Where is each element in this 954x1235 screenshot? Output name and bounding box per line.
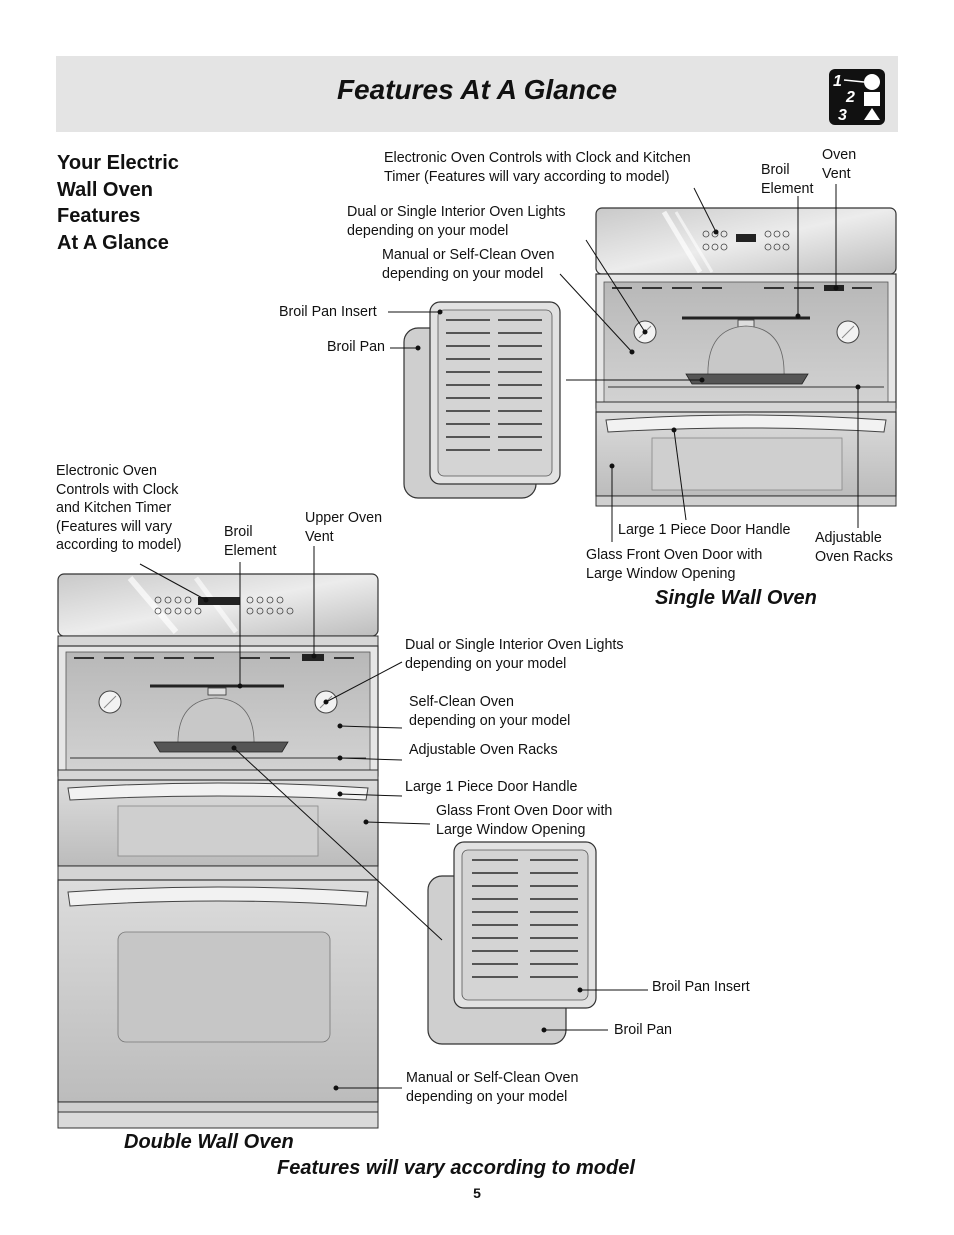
title-banner: Features At A Glance <box>56 56 898 132</box>
insert-slots <box>446 319 542 451</box>
svg-text:1: 1 <box>833 73 842 90</box>
label-door-handle: Large 1 Piece Door Handle <box>618 522 791 538</box>
page-number: 5 <box>473 1185 481 1201</box>
single-oven-caption: Single Wall Oven <box>655 587 817 609</box>
svg-text:2: 2 <box>845 89 855 106</box>
page-title: Features At A Glance <box>336 74 618 105</box>
single-leader-lines <box>388 184 861 542</box>
double-wall-oven <box>57 573 379 1129</box>
label-oven-vent: Oven Vent <box>822 147 857 182</box>
label-upper-oven-vent: Upper Oven Vent <box>305 510 383 545</box>
heading-line: At A Glance <box>57 231 169 254</box>
door-window <box>117 931 331 1043</box>
label-broil-pan-insert: Broil Pan Insert <box>279 304 377 320</box>
label-clean-oven: Manual or Self-Clean Oven depending on y… <box>382 247 555 282</box>
label-controls: Electronic Oven Controls with Clock and … <box>384 150 691 185</box>
label-controls: Electronic Oven Controls with Clock and … <box>56 463 182 553</box>
label-oven-door: Glass Front Oven Door with Large Window … <box>436 803 613 838</box>
control-buttons <box>702 230 790 251</box>
door-handle <box>605 414 887 433</box>
single-wall-oven <box>595 207 897 507</box>
clock-display <box>198 597 240 605</box>
control-buttons <box>154 596 294 615</box>
door-handle <box>67 886 369 907</box>
label-oven-racks: Adjustable Oven Racks <box>815 530 893 565</box>
sidebar-heading: Your Electric Wall Oven Features At A Gl… <box>57 150 257 256</box>
door-window <box>651 437 843 491</box>
label-oven-racks: Adjustable Oven Racks <box>409 742 558 758</box>
double-leader-lines <box>139 546 648 1091</box>
label-interior-lights: Dual or Single Interior Oven Lights depe… <box>347 204 566 239</box>
broil-pan-in-oven <box>685 373 809 385</box>
clock-display <box>736 234 756 242</box>
broil-pan-in-oven <box>153 741 289 753</box>
label-broil-element: Broil Element <box>224 524 277 559</box>
single-broil-pans <box>403 301 561 499</box>
fan-cover <box>177 697 255 749</box>
label-broil-pan: Broil Pan <box>327 339 386 355</box>
heading-line: Your Electric <box>57 152 179 174</box>
heading-line: Wall Oven <box>57 178 153 201</box>
label-interior-lights: Dual or Single Interior Oven Lights depe… <box>405 637 624 672</box>
heading-line: Features <box>57 205 141 227</box>
svg-text:3: 3 <box>838 107 847 124</box>
door-window <box>117 805 319 857</box>
insert-slots <box>472 859 578 978</box>
double-broil-pans <box>427 841 597 1045</box>
fan-cover <box>707 325 785 379</box>
double-oven-caption: Double Wall Oven <box>124 1131 294 1153</box>
label-broil-pan: Broil Pan <box>614 1022 673 1038</box>
steps-1-2-3-icon: 1 2 3 <box>829 69 885 125</box>
footer-note: Features will vary according to model <box>277 1157 635 1179</box>
label-lower-clean-oven: Manual or Self-Clean Oven depending on y… <box>406 1070 579 1105</box>
label-oven-door: Glass Front Oven Door with Large Window … <box>586 547 763 582</box>
label-broil-pan-insert: Broil Pan Insert <box>652 979 750 995</box>
label-broil-element: Broil Element <box>761 162 814 197</box>
door-handle <box>67 782 369 801</box>
label-door-handle: Large 1 Piece Door Handle <box>405 779 578 795</box>
label-self-clean-oven: Self-Clean Oven depending on your model <box>409 694 571 729</box>
